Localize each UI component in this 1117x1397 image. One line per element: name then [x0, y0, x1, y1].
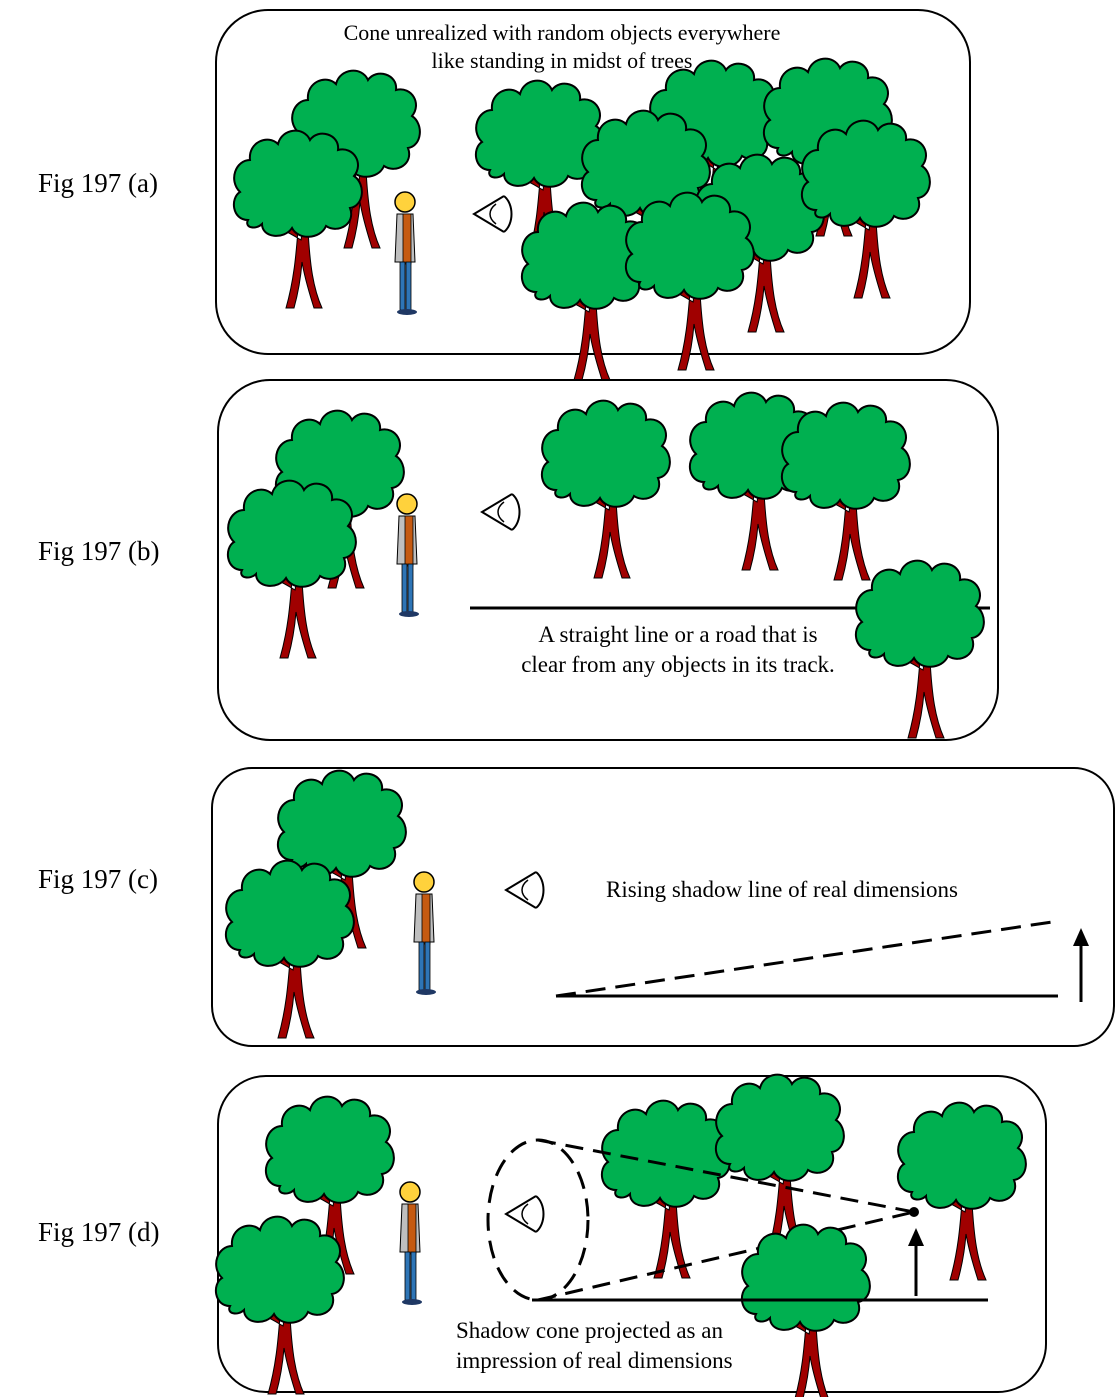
panel-b: A straight line or a road that is clear … — [217, 379, 999, 741]
panel-c: Rising shadow line of real dimensions — [211, 767, 1115, 1047]
person — [396, 493, 420, 618]
tree — [226, 479, 357, 659]
panel-d: Shadow cone projected as an impression o… — [214, 1073, 1047, 1397]
eye-icon — [505, 871, 545, 909]
tree — [540, 399, 671, 579]
tree — [624, 191, 755, 371]
rising-arrow-head — [1073, 928, 1089, 946]
fig-label-a: Fig 197 (a) — [38, 168, 158, 198]
eye-icon — [481, 493, 521, 531]
tree — [854, 559, 985, 739]
panel-b-caption-line1: A straight line or a road that is — [538, 622, 817, 647]
shadow-line — [555, 920, 1053, 998]
tree — [780, 401, 911, 581]
panel-a-caption-line1: Cone unrealized with random objects ever… — [344, 20, 781, 45]
panel-d-frame — [217, 1075, 1047, 1393]
panel-c-caption: Rising shadow line of real dimensions — [606, 877, 958, 902]
panel-a: Cone unrealized with random objects ever… — [215, 9, 971, 381]
palette-root: Cone unrealized with random objects ever… — [211, 9, 1115, 1397]
tree — [232, 129, 363, 309]
eye-icon — [505, 1195, 545, 1233]
apex-point — [909, 1207, 919, 1217]
tree — [714, 1073, 845, 1253]
tree — [800, 119, 931, 299]
eye-icon — [473, 195, 513, 233]
fig-label-b: Fig 197 (b) — [38, 536, 160, 566]
panel-a-frame — [215, 9, 971, 355]
fig-label-d: Fig 197 (d) — [38, 1217, 160, 1247]
cone-line-top — [537, 1138, 915, 1214]
panel-d-caption-line1: Shadow cone projected as an — [456, 1318, 723, 1343]
fig-label-c: Fig 197 (c) — [38, 864, 158, 894]
person — [394, 191, 418, 316]
shadow-cone-base — [486, 1138, 590, 1302]
panel-a-caption-line2: like standing in midst of trees — [432, 48, 693, 73]
tree — [224, 859, 355, 1039]
panel-c-frame — [211, 767, 1115, 1047]
rising-arrow-head — [908, 1228, 924, 1246]
tree — [740, 1223, 871, 1397]
panel-b-frame — [217, 379, 999, 741]
panel-b-caption-line2: clear from any objects in its track. — [521, 652, 835, 677]
person — [399, 1181, 423, 1306]
cone-line-bottom — [537, 1210, 915, 1302]
tree — [600, 1099, 731, 1279]
tree — [214, 1215, 345, 1395]
person — [413, 871, 437, 996]
panel-d-caption-line2: impression of real dimensions — [456, 1348, 733, 1373]
